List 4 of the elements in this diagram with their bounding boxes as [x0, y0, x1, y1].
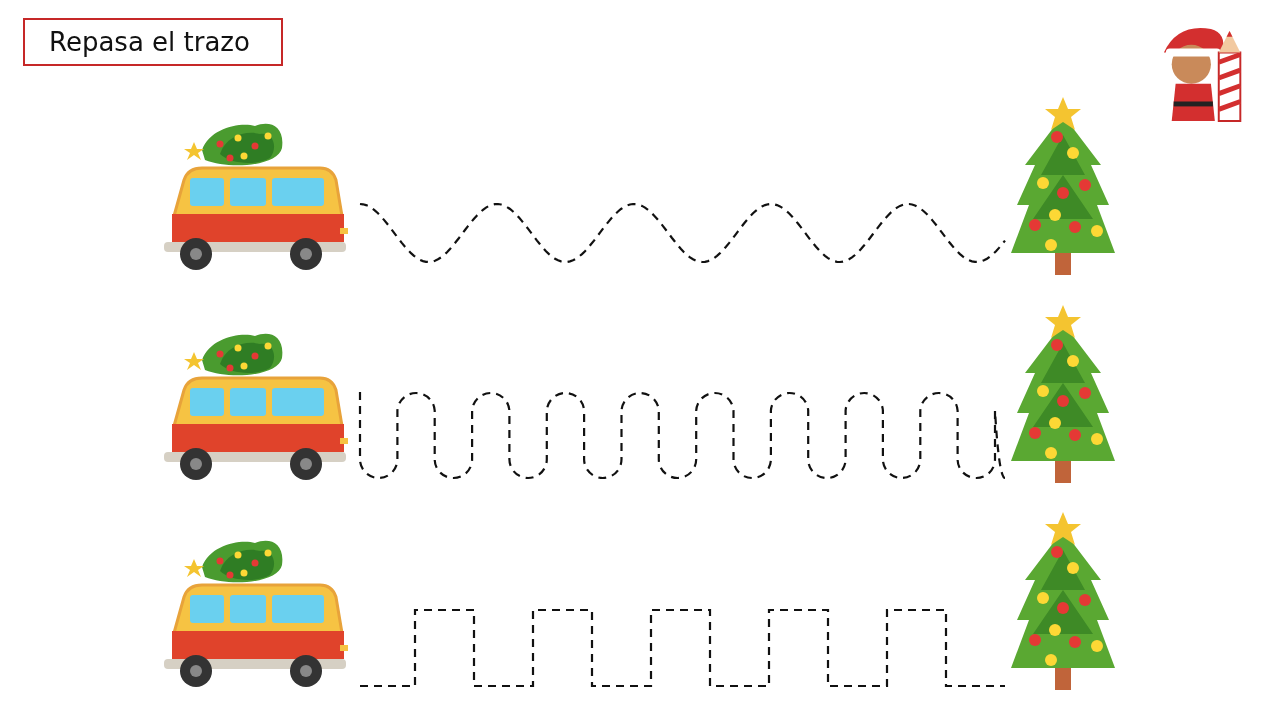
dashed-trace-line	[360, 608, 1005, 688]
dashed-trace-line	[359, 202, 1006, 264]
dashed-trace-line	[358, 392, 1007, 479]
title-box: Repasa el trazo	[23, 18, 283, 66]
